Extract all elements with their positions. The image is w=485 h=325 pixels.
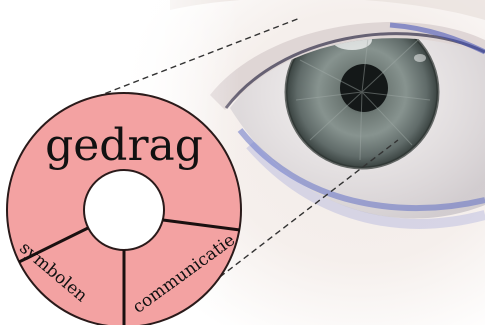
center-label-gedrag: gedrag: [45, 120, 203, 171]
behavior-ring: gedrag symbolen communicatie: [7, 93, 241, 325]
ring-hole: [84, 170, 164, 250]
